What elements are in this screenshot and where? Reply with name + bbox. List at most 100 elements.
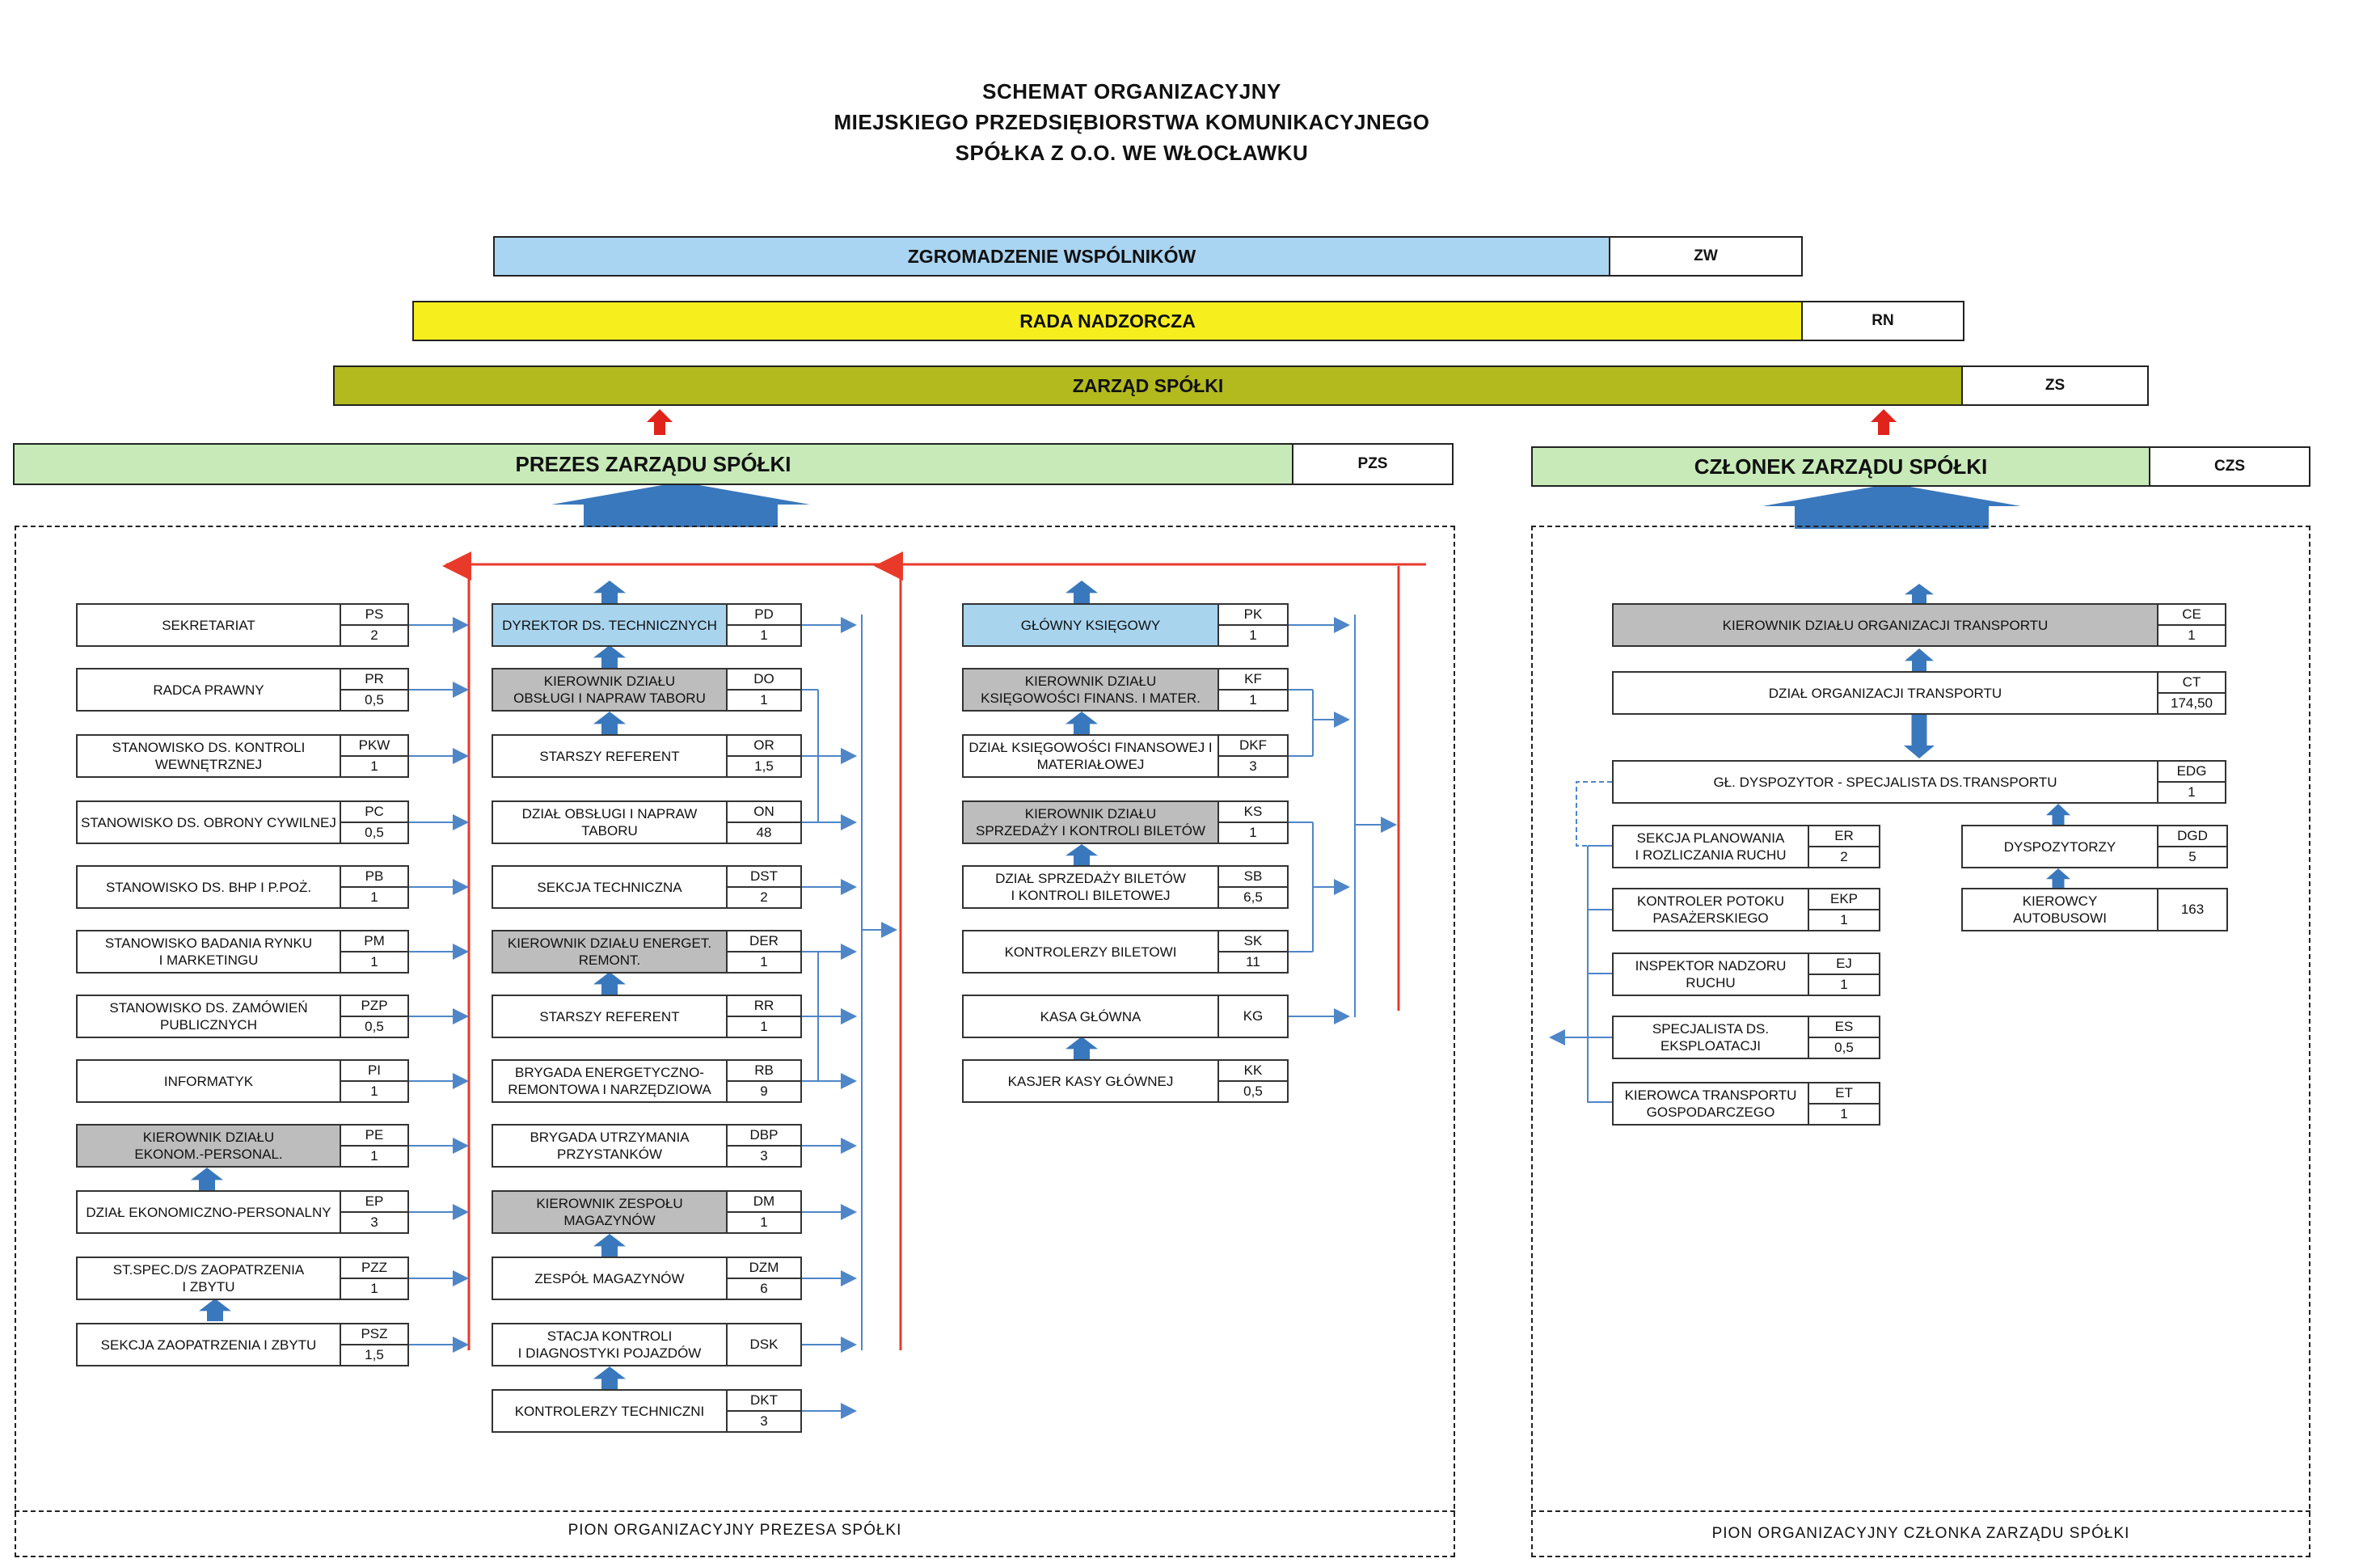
unit-count: 48 (756, 825, 772, 840)
unit-code: KS (1219, 802, 1287, 823)
unit-code: ON (728, 802, 800, 823)
unit-code: SB (1219, 867, 1287, 888)
up-arrow-icon (1066, 844, 1098, 865)
unit-count: 0,5 (365, 825, 384, 840)
unit-name: SEKCJA PLANOWANIA I ROZLICZANIA RUCHU (1614, 826, 1809, 867)
unit-name: DYSPOZYTORZY (1963, 826, 2158, 867)
unit-name: INSPEKTOR NADZORU RUCHU (1614, 954, 1809, 995)
unit-name: DZIAŁ OBSŁUGI I NAPRAW TABORU (493, 802, 728, 843)
up-arrow-icon (593, 1234, 626, 1257)
up-arrow-icon (199, 1299, 231, 1321)
up-arrow-icon (191, 1168, 223, 1190)
unit-count: 1 (1249, 627, 1257, 643)
unit-code: DZM (728, 1258, 800, 1279)
unit-code: PR (341, 669, 407, 691)
box-czlonek-zarzadu: CZŁONEK ZARZĄDU SPÓŁKI CZS (1531, 446, 2310, 487)
unit-code: ER (1809, 826, 1879, 847)
unit-count: 1 (1249, 825, 1257, 840)
up-arrow-icon (593, 581, 626, 603)
up-arrow-icon (1066, 1037, 1098, 1059)
unit-name: SEKRETARIAT (78, 605, 341, 645)
bar-code: PZS (1293, 445, 1452, 484)
pion-prezesa-label: PION ORGANIZACYJNY PREZESA SPÓŁKI (568, 1522, 902, 1539)
unit-code: EDG (2158, 762, 2225, 783)
unit-count: 3 (760, 1148, 768, 1164)
pion-prezesa-divider (15, 1510, 1455, 1512)
bar-label: PREZES ZARZĄDU SPÓŁKI (15, 445, 1293, 484)
unit-code: PSZ (341, 1324, 407, 1345)
unit-count: 1 (370, 1281, 378, 1296)
unit-name: BRYGADA UTRZYMANIA PRZYSTANKÓW (493, 1126, 728, 1166)
unit-count: 6,5 (1243, 889, 1263, 905)
box-prezes-zarzadu: PREZES ZARZĄDU SPÓŁKI PZS (13, 443, 1454, 485)
unit-code: DER (728, 931, 800, 952)
bar-code: CZS (2150, 448, 2309, 485)
unit-code: PZP (341, 996, 407, 1017)
up-arrow-icon (1905, 584, 1934, 603)
unit-name: GŁ. DYSPOZYTOR - SPECJALISTA DS.TRANSPOR… (1614, 762, 2158, 802)
up-arrow-icon (1066, 581, 1098, 603)
unit-count: 9 (760, 1083, 768, 1099)
unit-code: DKF (1219, 736, 1287, 757)
unit-name: STANOWISKO DS. BHP I P.POŻ. (78, 867, 341, 907)
unit-name: STANOWISKO DS. ZAMÓWIEŃ PUBLICZNYCH (78, 996, 341, 1037)
box-rada-nadzorcza: RADA NADZORCZA RN (412, 301, 1964, 341)
unit-code: PKW (341, 736, 407, 757)
unit-count: 1 (2188, 627, 2196, 643)
unit-name: STANOWISKO BADANIA RYNKU I MARKETINGU (78, 931, 341, 972)
unit-name: STACJA KONTROLI I DIAGNOSTYKI POJAZDÓW (493, 1324, 728, 1365)
unit-code: KG (1243, 1008, 1264, 1024)
unit-count: 0,5 (1834, 1040, 1854, 1055)
unit-code: PB (341, 867, 407, 888)
unit-code: 163 (2180, 902, 2205, 917)
unit-code: PK (1219, 605, 1287, 626)
unit-count: 5 (2188, 849, 2196, 864)
unit-count: 3 (760, 1413, 768, 1429)
org-unit: DZIAŁ SPRZEDAŻY BILETÓW I KONTROLI BILET… (962, 865, 1289, 909)
red-up-arrow-icon (1871, 409, 1897, 435)
title-line-3: SPÓŁKA Z O.O. WE WŁOCŁAWKU (955, 141, 1309, 165)
up-arrow-icon (1066, 712, 1098, 734)
unit-code: PD (728, 605, 800, 626)
box-zgromadzenie-wspolnikow: ZGROMADZENIE WSPÓLNIKÓW ZW (493, 236, 1803, 277)
unit-count: 1 (370, 889, 378, 905)
unit-code-cell: ON 48 (728, 802, 800, 843)
unit-name: SEKCJA ZAOPATRZENIA I ZBYTU (78, 1324, 341, 1365)
unit-name: SEKCJA TECHNICZNA (493, 867, 728, 907)
unit-count: 174,50 (2171, 695, 2213, 711)
unit-name: DZIAŁ SPRZEDAŻY BILETÓW I KONTROLI BILET… (964, 867, 1219, 907)
